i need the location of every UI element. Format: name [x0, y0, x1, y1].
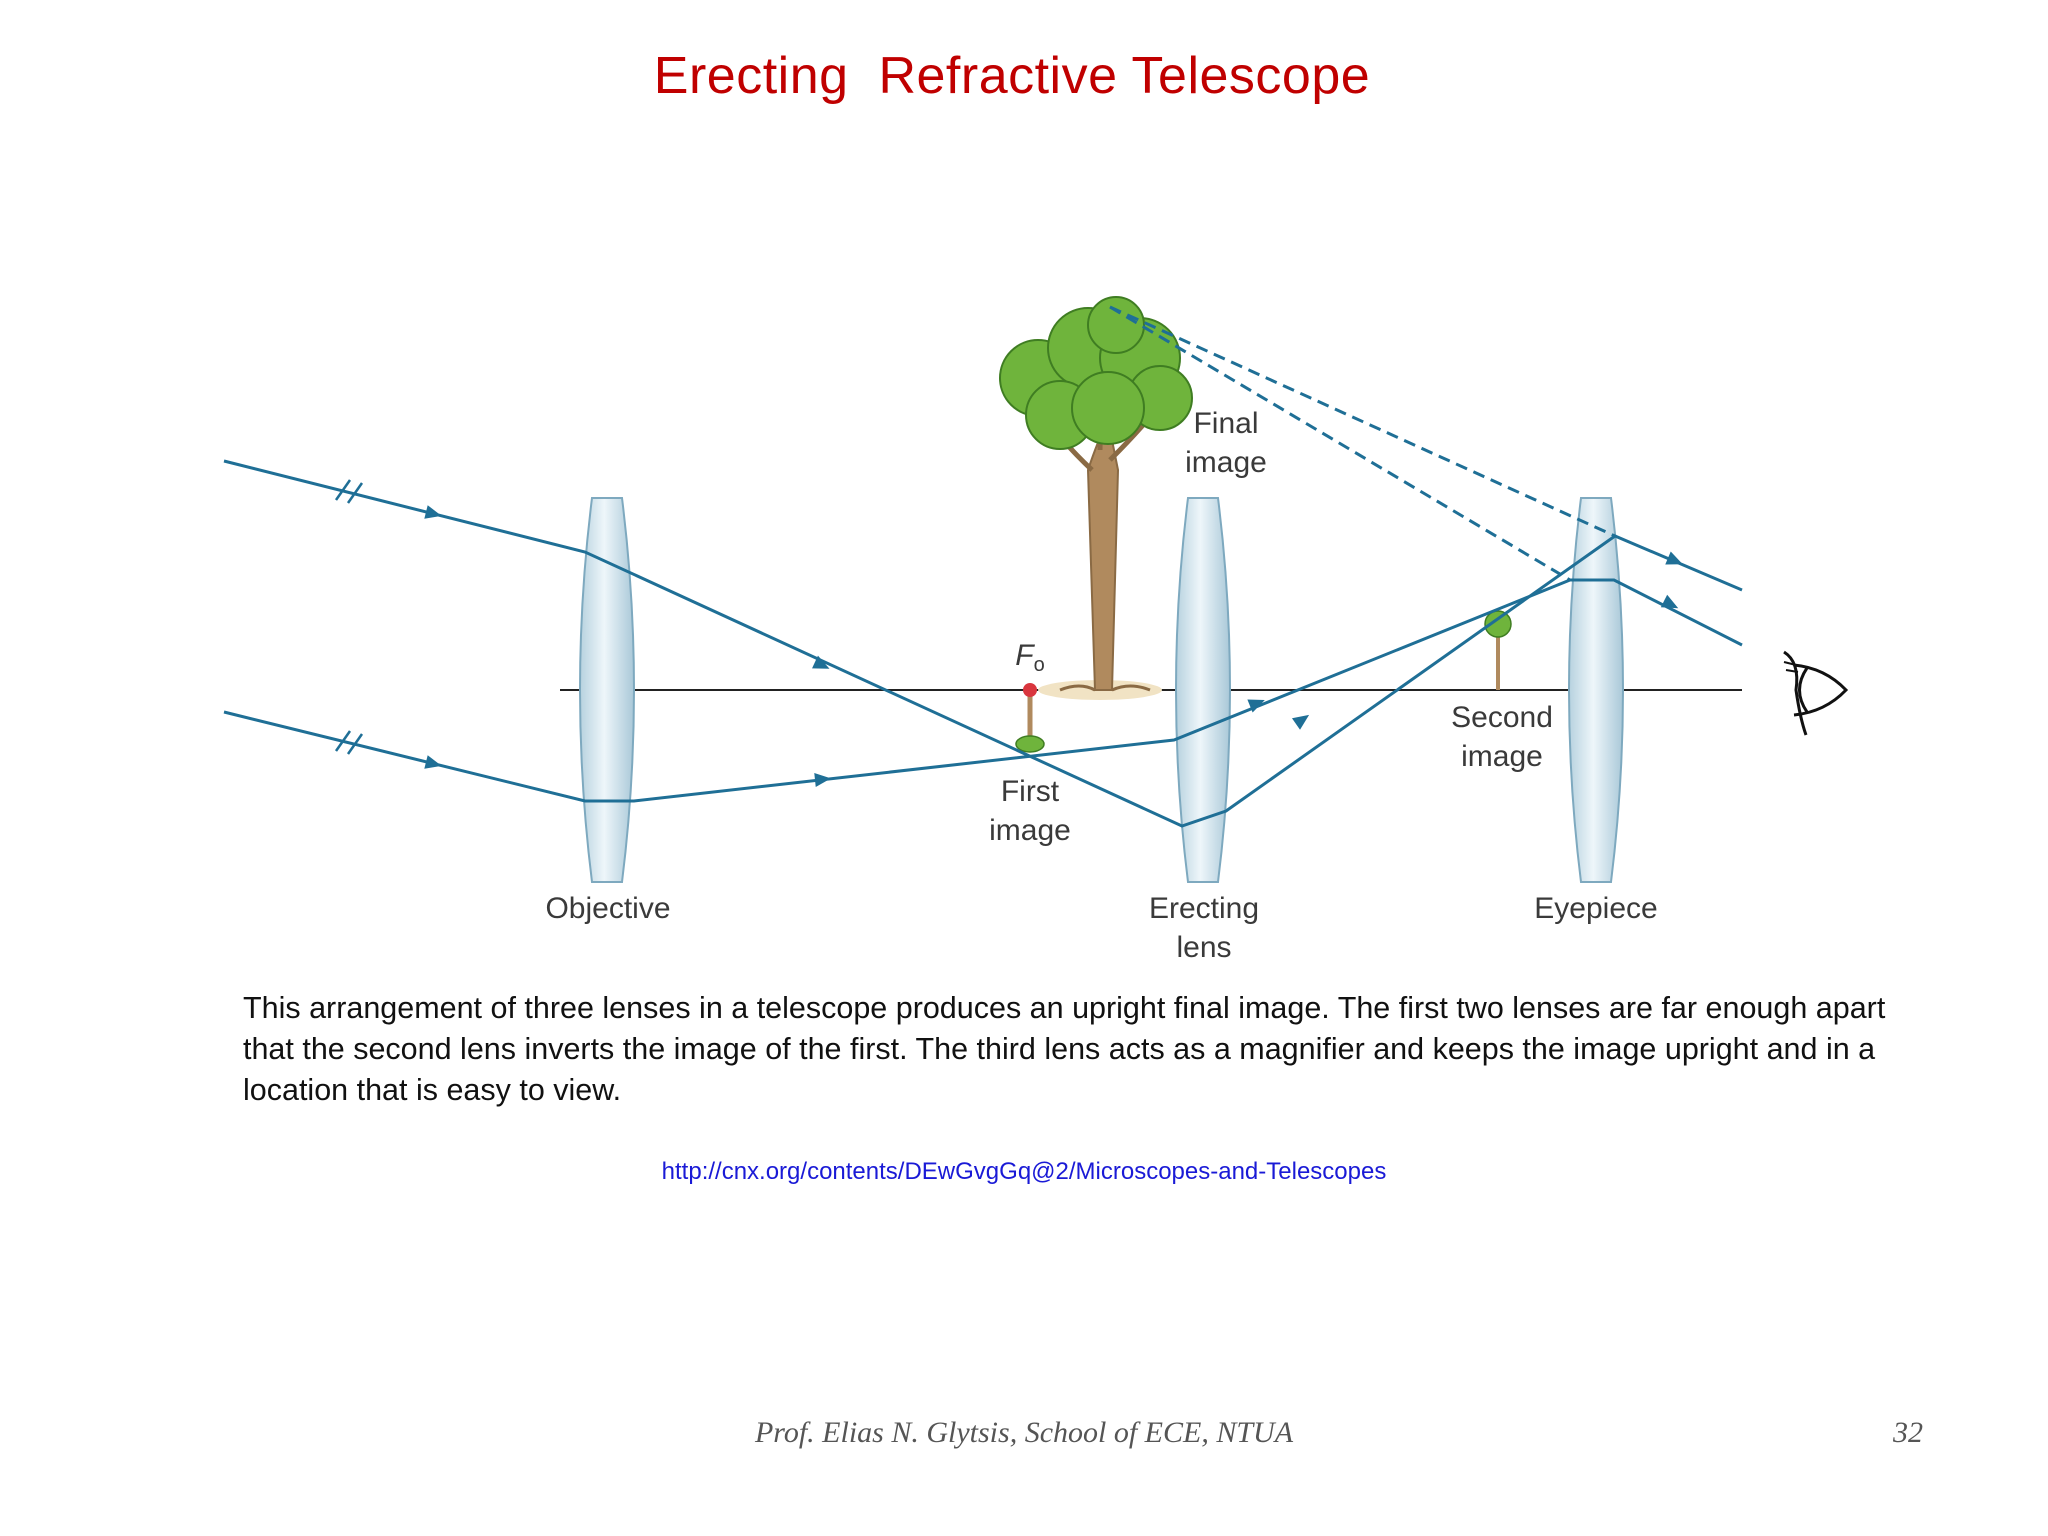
objective-label: Objective — [545, 892, 670, 925]
final-image-label-line2: image — [1185, 446, 1267, 479]
first-image-label-line2: image — [989, 814, 1071, 847]
fo-label: Fo — [1015, 639, 1044, 676]
focal-point-marker — [1023, 683, 1037, 697]
eye-icon — [1783, 650, 1849, 736]
eyepiece-lens — [1568, 497, 1624, 883]
light-rays — [223, 459, 1743, 828]
ray-break-marks — [334, 479, 364, 755]
eyepiece-label: Eyepiece — [1534, 892, 1657, 925]
second-image-label-line1: Second — [1451, 701, 1553, 734]
objective-lens — [579, 497, 635, 883]
second-image-label-line2: image — [1461, 740, 1543, 773]
source-link[interactable]: http://cnx.org/contents/DEwGvgGq@2/Micro… — [661, 1158, 1387, 1185]
erecting-lens-label-line1: Erecting — [1149, 892, 1259, 925]
first-image-label-line1: First — [1001, 775, 1060, 808]
second-image-tree — [1484, 610, 1512, 690]
erecting-lens-label-line2: lens — [1176, 931, 1231, 964]
footer-author: Prof. Elias N. Glytsis, School of ECE, N… — [754, 1416, 1294, 1449]
ray-arrowheads — [424, 505, 1683, 787]
figure-caption: This arrangement of three lenses in a te… — [243, 991, 1886, 1107]
slide-title: Erecting Refractive Telescope — [653, 47, 1371, 105]
first-image-tree — [1015, 690, 1045, 753]
final-image-label-line1: Final — [1193, 407, 1258, 440]
virtual-rays — [1109, 305, 1616, 582]
page-number: 32 — [1893, 1416, 1923, 1449]
erecting-lens — [1175, 497, 1231, 883]
